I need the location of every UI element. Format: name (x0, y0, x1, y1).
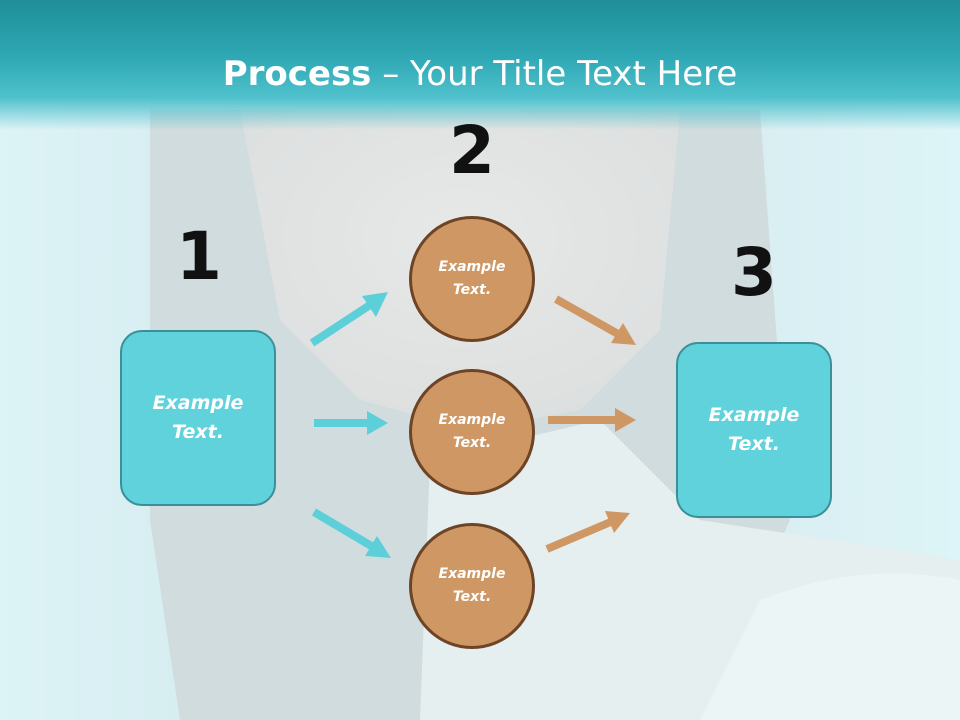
circle-top-text: Example Text. (438, 259, 506, 298)
step-3-text: Example Text. (708, 404, 800, 455)
circle-bottom-text: Example Text. (438, 566, 506, 605)
step-1-box: Example Text. (120, 330, 276, 506)
step-1-text: Example Text. (152, 392, 244, 443)
step-number-3: 3 (731, 234, 777, 311)
slide-title: Process – Your Title Text Here (0, 52, 960, 96)
step-2-circle-middle: Example Text. (409, 369, 535, 495)
title-band (0, 0, 960, 130)
circle-middle-text: Example Text. (438, 412, 506, 451)
title-rest: – Your Title Text Here (371, 54, 738, 94)
step-number-1: 1 (176, 218, 222, 295)
step-number-2: 2 (449, 112, 495, 189)
step-2-circle-top: Example Text. (409, 216, 535, 342)
step-3-box: Example Text. (676, 342, 832, 518)
step-2-circle-bottom: Example Text. (409, 523, 535, 649)
title-strong: Process (222, 54, 372, 94)
